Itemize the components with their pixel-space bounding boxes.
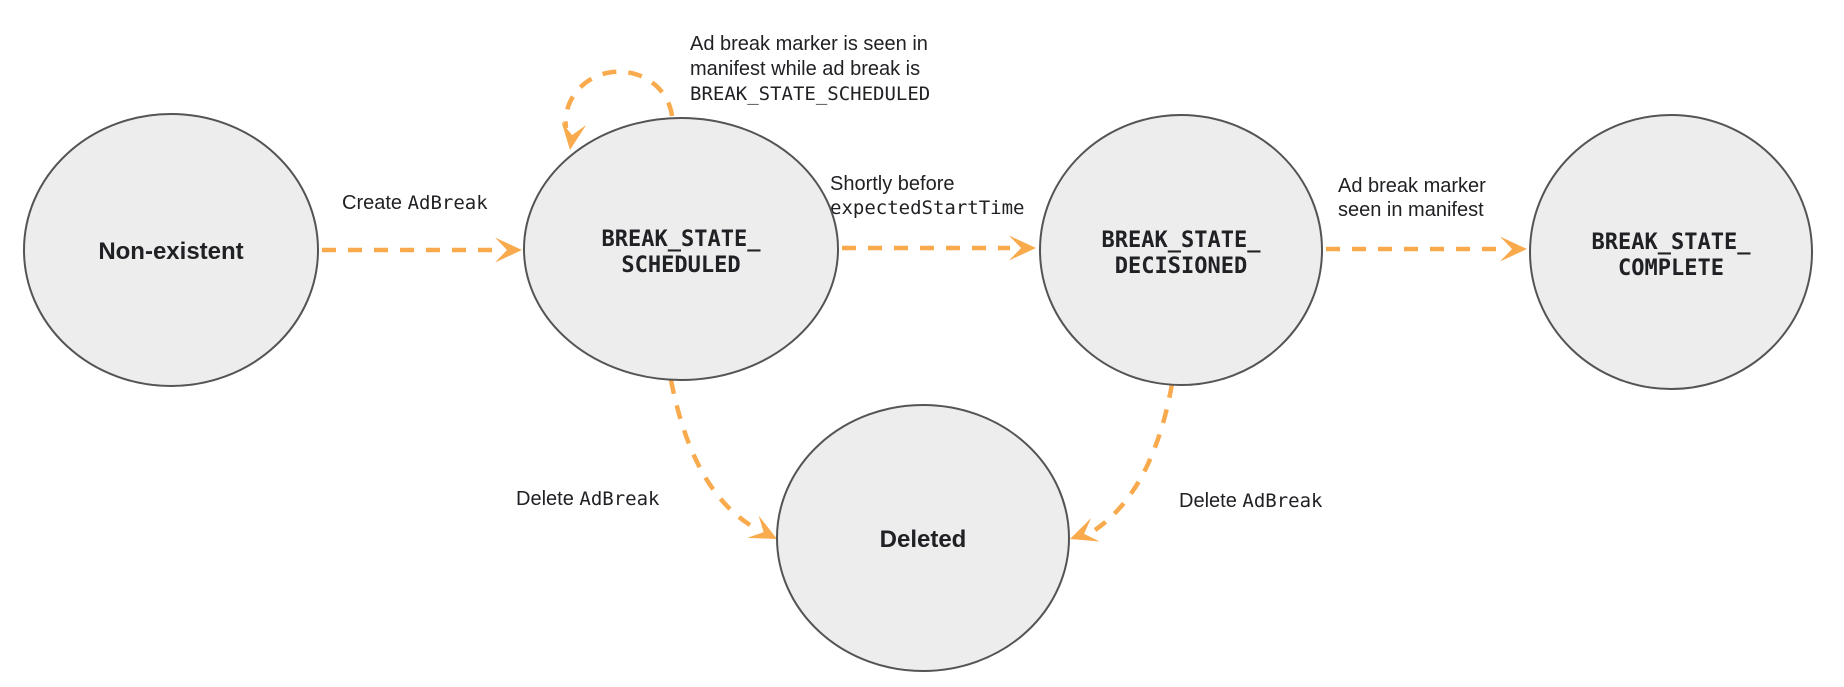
decision-arrow-head [1009,235,1036,261]
state-break-state-complete: BREAK_STATE_ COMPLETE [1529,114,1813,390]
state-deleted-circle [776,404,1070,672]
state-decisioned-circle [1039,114,1323,386]
state-non-existent-circle [23,113,319,387]
self-loop-arc [563,69,675,129]
transition-shortly-before-start: Shortly before expectedStartTime [830,173,1036,261]
delete-left-label: Delete AdBreak [516,488,660,510]
self-loop-label-line3: BREAK_STATE_SCHEDULED [690,83,930,105]
state-decisioned-label-line1: BREAK_STATE_ [1102,228,1262,253]
delete-right-arrow-line [1093,383,1175,532]
state-complete-circle [1529,114,1813,390]
decision-label-line2: expectedStartTime [830,197,1024,219]
state-scheduled-label-line2: SCHEDULED [621,253,740,278]
transition-marker-seen: Ad break marker seen in manifest [1326,175,1527,262]
state-deleted: Deleted [776,404,1070,672]
state-complete-label-line2: COMPLETE [1618,256,1724,281]
delete-right-label: Delete AdBreak [1179,490,1323,512]
state-non-existent: Non-existent [23,113,319,387]
self-loop-label-line1: Ad break marker is seen in [690,33,928,55]
create-arrow-label: Create AdBreak [342,192,488,214]
complete-label-line2: seen in manifest [1338,199,1484,221]
transition-delete-from-scheduled: Delete AdBreak [516,379,783,551]
create-arrow-head [495,237,522,263]
complete-label-line1: Ad break marker [1338,175,1486,197]
delete-right-arrow-head [1065,518,1100,551]
delete-left-arrow-line [668,379,752,527]
state-decisioned-label-line2: DECISIONED [1115,254,1247,279]
state-break-state-scheduled: BREAK_STATE_ SCHEDULED [523,117,839,381]
complete-arrow-head [1500,236,1527,262]
state-complete-label-line1: BREAK_STATE_ [1592,230,1752,255]
transition-self-loop-scheduled: Ad break marker is seen in manifest whil… [557,33,930,152]
state-deleted-label: Deleted [880,526,967,553]
self-loop-label-line2: manifest while ad break is [690,58,920,80]
transition-create-adbreak: Create AdBreak [322,192,522,263]
state-scheduled-circle [523,117,839,381]
state-scheduled-label-line1: BREAK_STATE_ [602,227,762,252]
decision-label-line1: Shortly before [830,173,955,195]
transition-delete-from-decisioned: Delete AdBreak [1065,383,1323,551]
state-break-state-decisioned: BREAK_STATE_ DECISIONED [1039,114,1323,386]
state-non-existent-label: Non-existent [98,238,243,265]
